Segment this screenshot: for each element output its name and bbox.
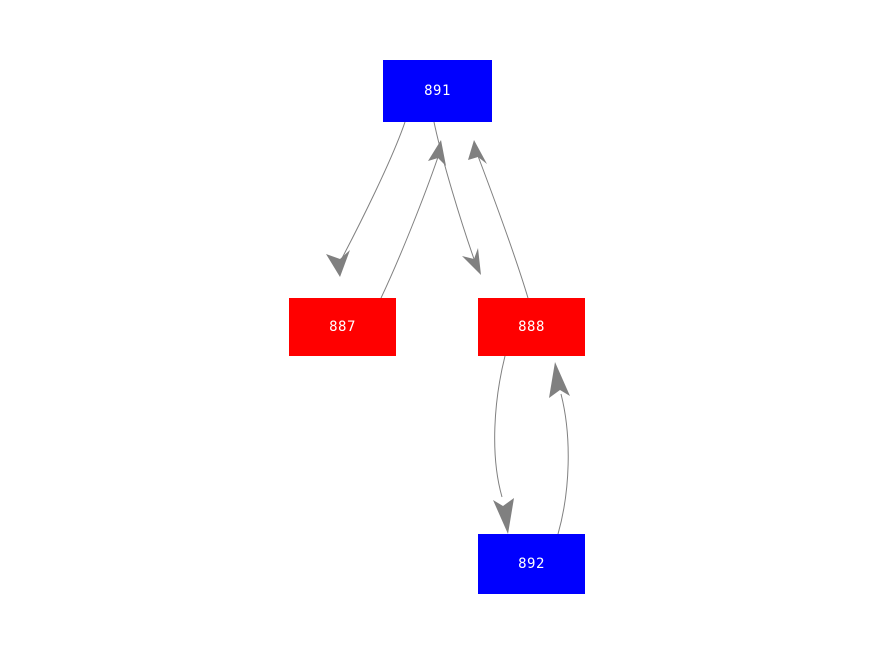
arrowhead-icon bbox=[462, 248, 481, 275]
node-box[interactable] bbox=[383, 60, 492, 122]
edges-layer bbox=[326, 121, 570, 535]
node-box[interactable] bbox=[478, 534, 585, 594]
edge-887-to-891[interactable] bbox=[380, 140, 446, 299]
edge-line bbox=[557, 393, 569, 535]
node-label: 892 bbox=[518, 556, 545, 572]
node-887[interactable]: 887 bbox=[289, 298, 396, 356]
edge-888-to-892[interactable] bbox=[493, 355, 514, 534]
node-891[interactable]: 891 bbox=[383, 60, 492, 122]
edge-line bbox=[339, 121, 406, 263]
node-label: 891 bbox=[424, 83, 451, 99]
node-box[interactable] bbox=[478, 298, 585, 356]
edge-891-to-887[interactable] bbox=[326, 121, 406, 277]
arrowhead-icon bbox=[428, 140, 446, 166]
node-label: 887 bbox=[329, 319, 356, 335]
arrowhead-icon bbox=[468, 140, 487, 164]
edge-891-to-888[interactable] bbox=[433, 121, 481, 275]
edge-line bbox=[380, 156, 439, 299]
edge-892-to-888[interactable] bbox=[549, 362, 570, 535]
arrowhead-icon bbox=[549, 362, 570, 398]
edge-line bbox=[477, 155, 529, 299]
nodes-layer: 891 887 888 892 bbox=[289, 60, 585, 594]
edge-888-to-891[interactable] bbox=[468, 140, 529, 299]
node-label: 888 bbox=[518, 319, 545, 335]
edge-line bbox=[494, 355, 506, 498]
node-888[interactable]: 888 bbox=[478, 298, 585, 356]
node-box[interactable] bbox=[289, 298, 396, 356]
node-892[interactable]: 892 bbox=[478, 534, 585, 594]
arrowhead-icon bbox=[493, 498, 514, 534]
edge-line bbox=[433, 121, 475, 260]
arrowhead-icon bbox=[326, 250, 350, 277]
